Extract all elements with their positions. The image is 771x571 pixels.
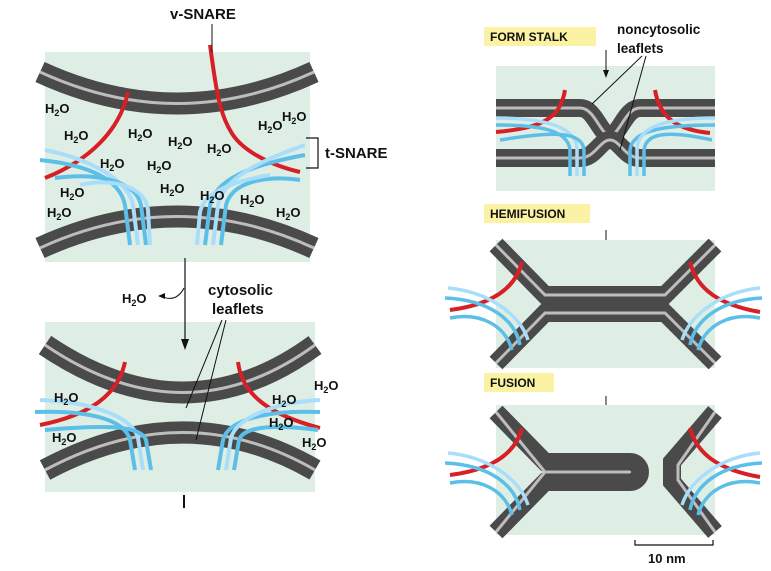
stage-label-hemifusion: HEMIFUSION <box>490 207 565 221</box>
v-snare-left <box>39 361 127 427</box>
water-label: H2O <box>282 109 307 126</box>
noncytosolic-pointer <box>591 55 643 105</box>
water-label: H2O <box>269 415 294 432</box>
stage-label-fusion: FUSION <box>490 376 535 390</box>
t-snare-left <box>34 398 153 471</box>
t-snare-right <box>680 451 763 516</box>
v-snare-right <box>236 361 321 430</box>
water-label: H2O <box>52 430 77 447</box>
t-snare-right <box>216 398 321 471</box>
t-snare-bracket <box>306 137 319 169</box>
cytosolic-pointer <box>185 319 223 409</box>
target-membrane <box>35 205 319 258</box>
water-label: H2O <box>314 378 339 395</box>
stage-badge <box>484 27 596 46</box>
v-snare-left <box>44 91 130 180</box>
water-exit-arrow <box>161 287 185 299</box>
noncytosolic-label-line2: leaflets <box>617 41 664 56</box>
t-snare-left <box>444 286 530 351</box>
cytosolic-label-line2: leaflets <box>212 301 264 318</box>
t-snare-left <box>495 116 586 176</box>
t-snare-right <box>680 286 763 351</box>
t-snare-label: t-SNARE <box>325 145 388 162</box>
scale-bar: 10 nm <box>634 540 714 566</box>
water-label: H2O <box>122 291 147 308</box>
noncytosolic-label-line1: noncytosolic <box>617 22 701 37</box>
scale-bar-label: 10 nm <box>648 551 686 566</box>
cytosolic-pointer <box>195 319 227 441</box>
step-arrowhead <box>181 339 189 350</box>
cytosolic-label-line1: cytosolic <box>208 282 273 299</box>
water-label: H2O <box>272 392 297 409</box>
t-snare-right <box>195 143 306 246</box>
water-label: H2O <box>64 128 89 145</box>
water-label: H2O <box>128 126 153 143</box>
vesicle-membrane <box>38 335 322 404</box>
stage-label-form-stalk: FORM STALK <box>490 30 568 44</box>
vesicle-membrane <box>35 62 319 115</box>
stage-fusion: FUSION <box>444 373 763 539</box>
water-exit-arrowhead <box>158 293 165 299</box>
water-label: H2O <box>258 118 283 135</box>
water-label: H2O <box>147 158 172 175</box>
stage-badge <box>484 204 590 223</box>
water-label: H2O <box>54 390 79 407</box>
t-snare-right <box>628 116 716 176</box>
water-label: H2O <box>207 141 232 158</box>
water-label: H2O <box>240 192 265 209</box>
v-snare-left <box>449 261 524 312</box>
v-snare-right <box>688 261 761 314</box>
stage-hemifusion: HEMIFUSION <box>444 204 763 370</box>
t-snare-left <box>444 451 530 516</box>
water-label: H2O <box>47 205 72 222</box>
panel-cytosolic-contact: cytosolic leaflets <box>34 282 322 508</box>
panel-snare-complex: v-SNARE t-SNARE <box>35 6 388 262</box>
water-label: H2O <box>100 156 125 173</box>
water-label: H2O <box>60 185 85 202</box>
water-label: H2O <box>302 435 327 452</box>
water-label: H2O <box>276 205 301 222</box>
stage-form-stalk: FORM STALK noncytosolic leaflets <box>484 22 716 191</box>
water-label: H2O <box>168 134 193 151</box>
target-membrane <box>39 421 321 480</box>
v-snare-label: v-SNARE <box>170 6 236 23</box>
t-snare-left <box>39 148 152 246</box>
stage-badge <box>484 373 554 392</box>
v-snare-right <box>688 427 761 479</box>
noncytosolic-pointer <box>619 55 647 151</box>
water-label: H2O <box>45 101 70 118</box>
water-label: H2O <box>160 181 185 198</box>
water-label: H2O <box>200 188 225 205</box>
fusion-membrane-left <box>489 405 630 539</box>
v-snare-left <box>449 427 524 477</box>
